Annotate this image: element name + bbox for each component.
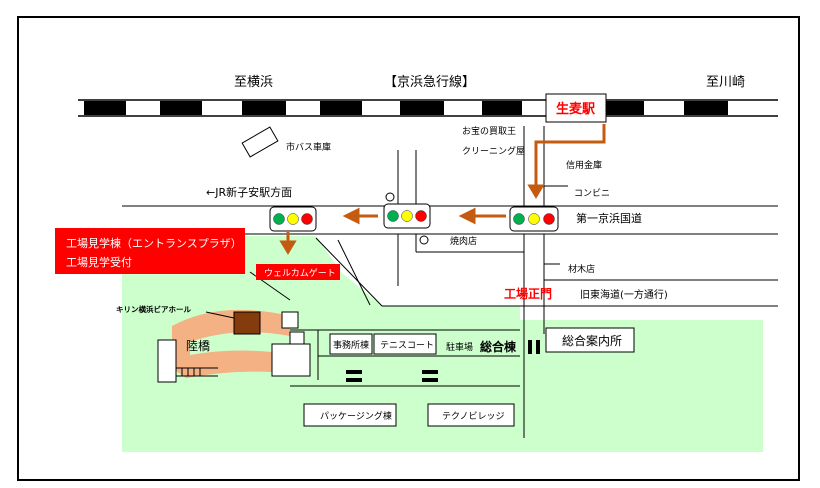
label-lumber-shop: 材木店 — [568, 263, 595, 275]
label-jr-shin-koyasu: ←JR新子安駅方面 — [206, 185, 292, 199]
label-factory-main-gate: 工場正門 — [504, 286, 552, 301]
label-techno-village: テクノビレッジ — [442, 411, 504, 422]
factory-grounds — [122, 236, 763, 452]
marker-circle-2 — [419, 235, 429, 245]
info-center-building — [545, 327, 635, 353]
label-keihin-line: 【京浜急行線】 — [384, 74, 475, 90]
label-to-yokohama: 至横浜 — [234, 75, 273, 90]
traffic-light-west — [269, 206, 317, 232]
tour-building-box — [55, 228, 245, 274]
label-old-tokaido: 旧東海道(一方通行) — [580, 288, 668, 301]
label-rikkyo: 陸橋 — [186, 339, 210, 353]
factory-gate-bars — [346, 340, 540, 382]
label-cleaning-shop: クリーニング屋 — [462, 145, 525, 157]
route-arrows — [279, 124, 606, 255]
label-packaging-building: パッケージング棟 — [320, 410, 392, 422]
label-beer-hall: キリン横浜ビアホール — [116, 304, 191, 314]
label-tour-building-line2: 工場見学受付 — [66, 255, 132, 269]
label-sogo-building: 総合棟 — [480, 339, 517, 354]
welcome-gate-box — [256, 264, 340, 280]
roads — [122, 126, 778, 438]
label-to-kawasaki: 至川崎 — [706, 75, 745, 90]
label-namamugi-station: 生麦駅 — [556, 101, 596, 117]
label-info-center: 総合案内所 — [562, 333, 622, 348]
traffic-light-east — [509, 206, 559, 232]
label-treasure-shop: お宝の買取王 — [462, 125, 516, 137]
map-frame — [17, 16, 800, 481]
packaging-building — [303, 403, 397, 427]
keikyu-railway — [78, 99, 778, 117]
label-convenience-store: コンビニ — [574, 188, 610, 199]
marker-circle-1 — [385, 192, 395, 202]
office-building — [329, 333, 373, 355]
label-welcome-gate: ウェルカムゲート — [264, 267, 336, 279]
label-city-bus-depot: 市バス車庫 — [286, 141, 331, 153]
traffic-light-middle — [383, 203, 431, 229]
label-parking: 駐車場 — [446, 341, 473, 353]
label-daiichi-keihin: 第一京浜国道 — [576, 211, 642, 225]
label-tennis-court: テニスコート — [380, 340, 434, 351]
label-yakiniku: 焼肉店 — [450, 235, 477, 247]
rikkyo-bridge — [157, 339, 177, 383]
tennis-court — [373, 333, 437, 355]
label-credit-union: 信用金庫 — [566, 159, 602, 171]
beer-hall-leader — [205, 311, 235, 319]
tour-building — [271, 343, 311, 377]
bridge-stairs — [176, 367, 218, 377]
label-tour-building-line1: 工場見学棟（エントランスプラザ） — [66, 236, 242, 250]
label-office-building: 事務所棟 — [333, 339, 369, 351]
techno-village-building — [427, 403, 515, 427]
beer-hall-building — [233, 311, 261, 335]
namamugi-station-box — [545, 93, 607, 123]
tour-building-annex — [289, 331, 305, 345]
city-bus-depot-building — [241, 126, 279, 158]
gate-booth — [281, 311, 299, 329]
